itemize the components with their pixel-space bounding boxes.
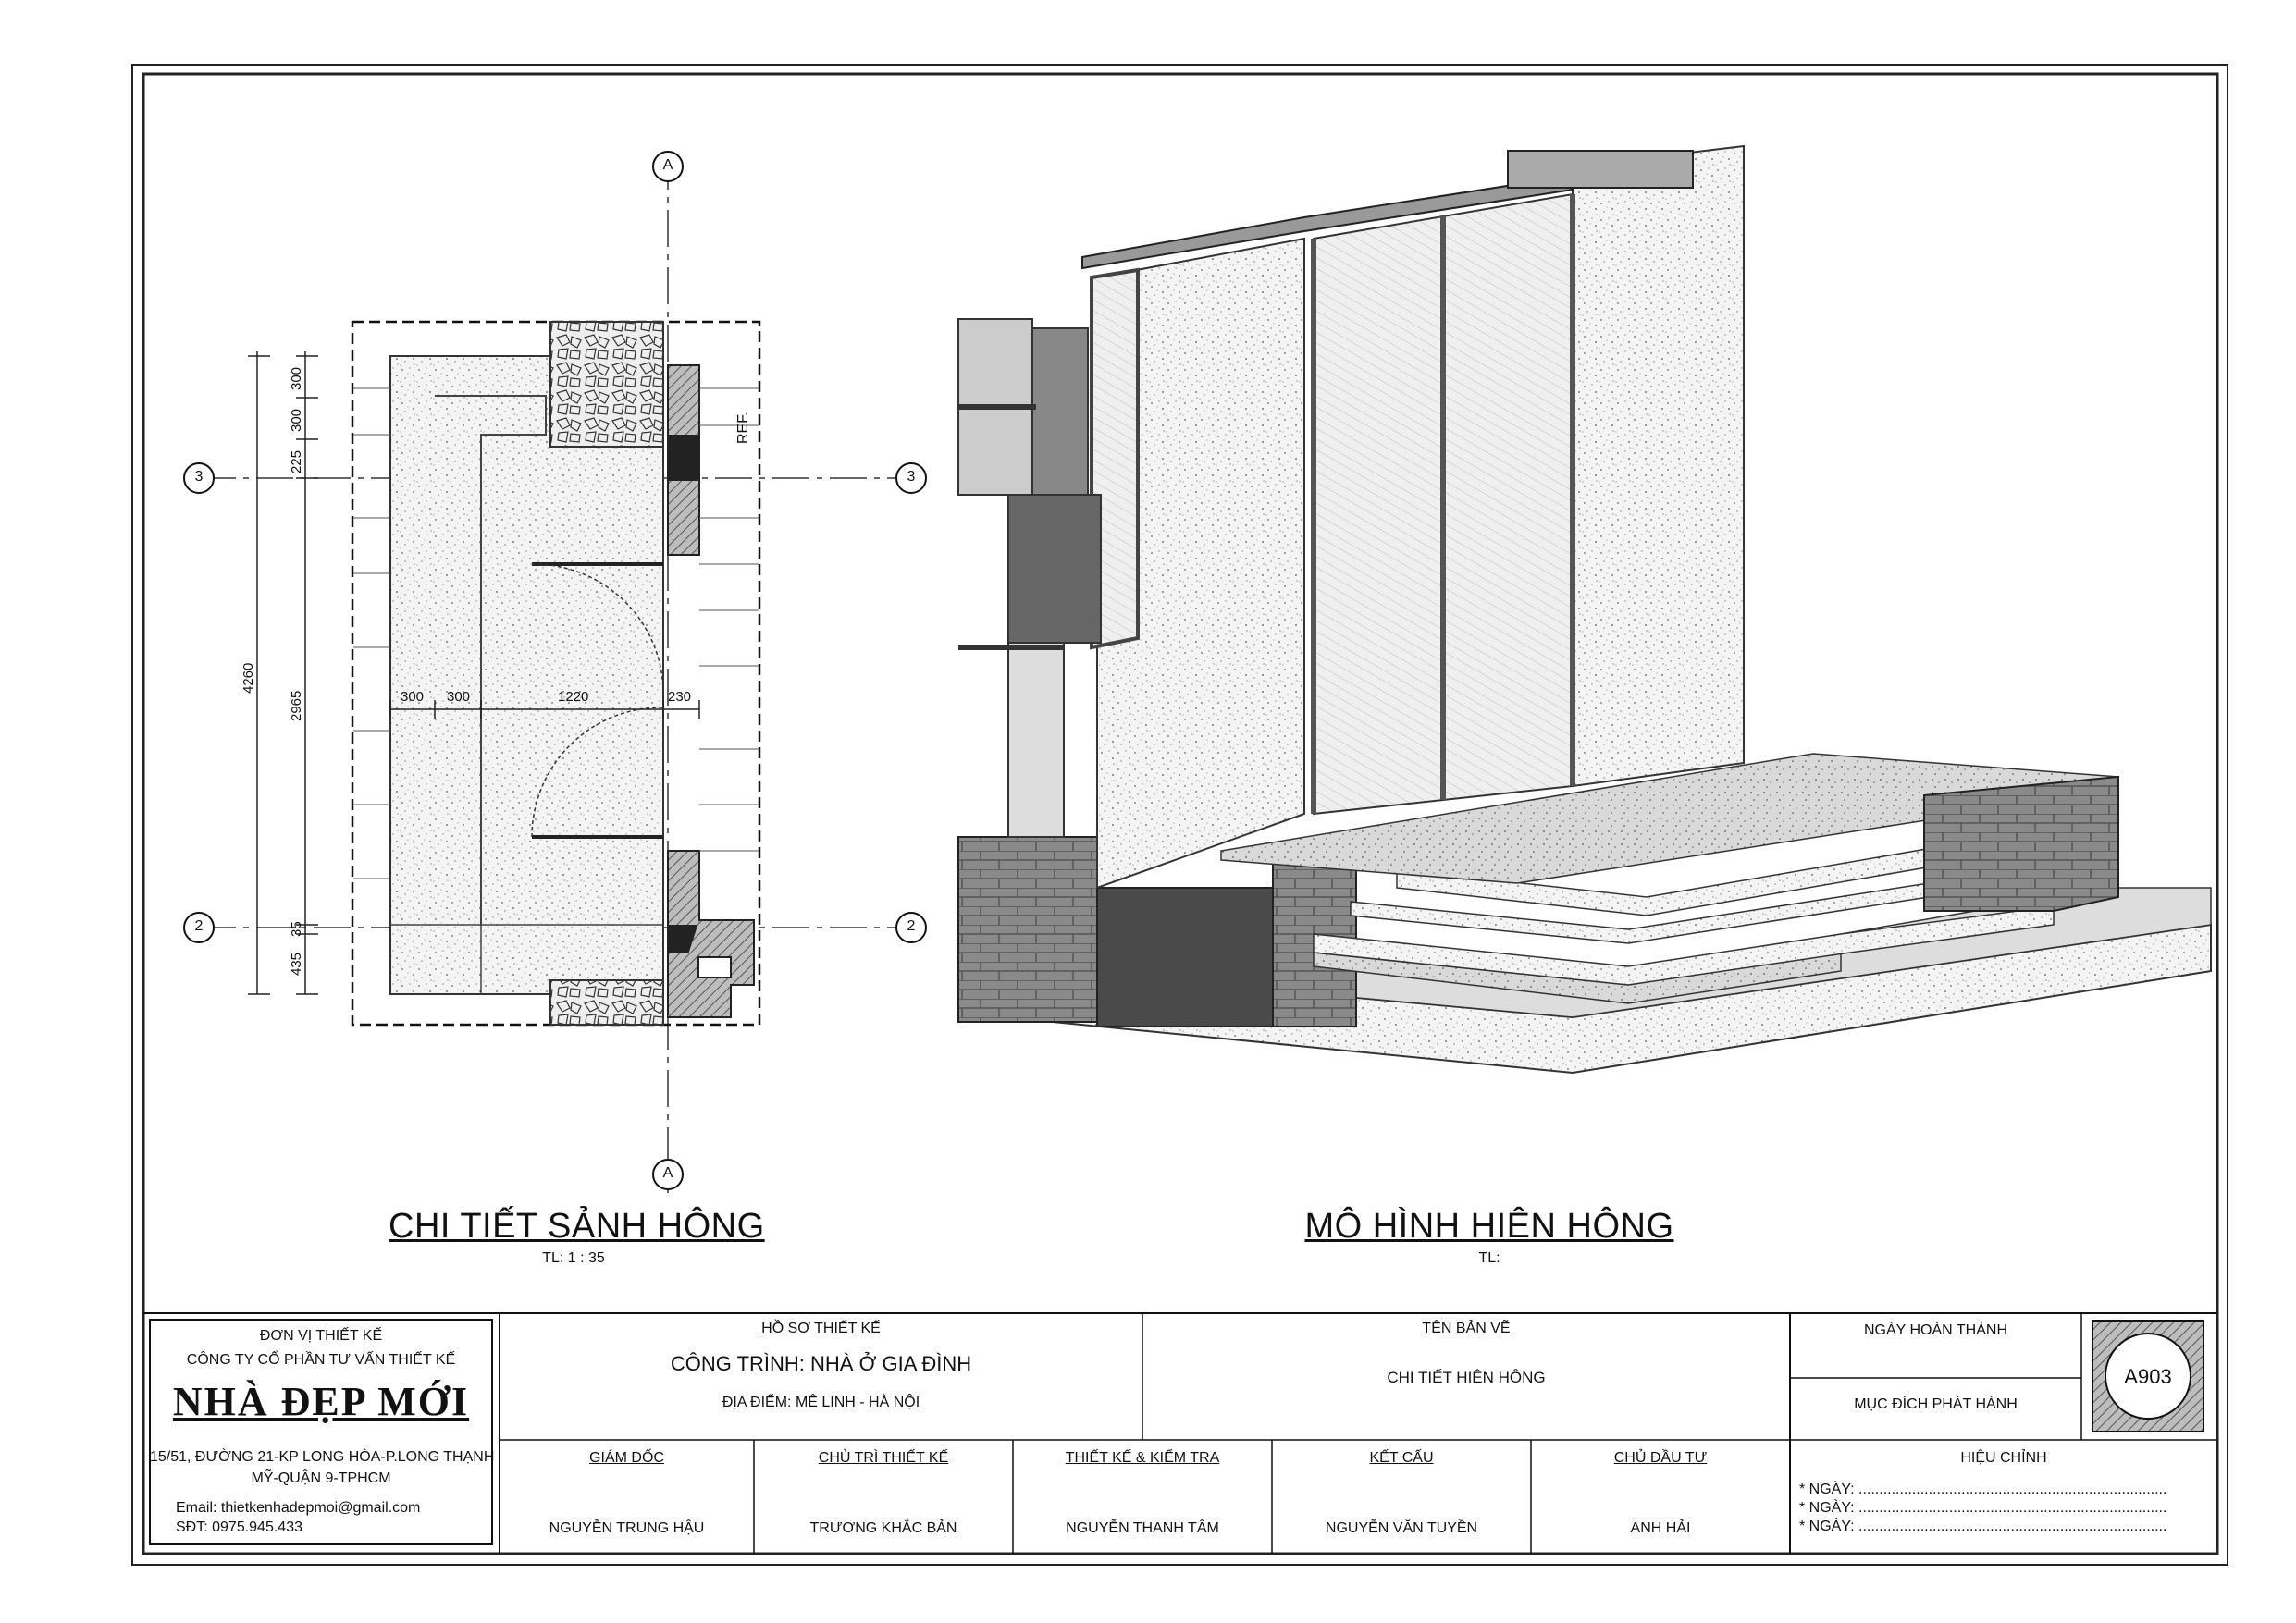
role-design-check: THIẾT KẾ & KIỂM TRA — [1065, 1450, 1220, 1466]
name-structure: NGUYỄN VĂN TUYỀN — [1325, 1520, 1478, 1536]
dim-horizontal-1220: 1220 — [558, 689, 589, 705]
name-lead-designer: TRƯƠNG KHẮC BẢN — [809, 1520, 957, 1536]
sheet-inner-border — [142, 72, 2219, 1555]
designer-email: Email: thietkenhadepmoi@gmail.com — [176, 1500, 421, 1516]
plan-scale: TL: 1 : 35 — [542, 1250, 605, 1266]
dim-vertical-300-b: 300 — [289, 408, 304, 432]
grid-label-a-bottom: A — [662, 1165, 673, 1181]
dim-horizontal-300-b: 300 — [447, 689, 471, 705]
role-lead-designer: CHỦ TRÌ THIẾT KẾ — [818, 1450, 949, 1466]
name-director: NGUYỄN TRUNG HẬU — [549, 1520, 705, 1536]
dim-vertical-35: 35 — [289, 921, 304, 937]
model-scale: TL: — [1478, 1250, 1500, 1266]
ref-label: REF. — [735, 412, 751, 444]
plan-column-upper — [668, 435, 699, 481]
revision-heading: HIỆU CHỈNH — [1960, 1450, 2047, 1466]
grid-label-2-right: 2 — [907, 918, 916, 934]
role-director: GIÁM ĐỐC — [589, 1450, 664, 1466]
designer-heading: ĐƠN VỊ THIẾT KẾ — [259, 1328, 383, 1344]
plan-floor — [389, 355, 664, 995]
revision-line-1: * NGÀY: ................................… — [1799, 1482, 2167, 1497]
dim-vertical-300-a: 300 — [289, 366, 304, 390]
grid-label-a-top: A — [662, 157, 673, 173]
role-investor: CHỦ ĐẦU TƯ — [1613, 1450, 1708, 1466]
completion-date-label: NGÀY HOÀN THÀNH — [1864, 1322, 2007, 1338]
title-block-lines — [143, 1312, 2217, 1554]
plan-title: CHI TIẾT SẢNH HÔNG — [389, 1207, 765, 1246]
role-structure: KẾT CẤU — [1369, 1450, 1434, 1466]
plan-stone-top — [549, 321, 664, 448]
release-purpose-label: MỤC ĐÍCH PHÁT HÀNH — [1854, 1396, 2018, 1412]
project-location: ĐỊA ĐIỂM: MÊ LINH - HÀ NỘI — [722, 1395, 920, 1410]
plan-drawing — [199, 153, 920, 1193]
dim-vertical-2965: 2965 — [289, 690, 304, 721]
revision-line-3: * NGÀY: ................................… — [1799, 1518, 2167, 1534]
model-drawing — [957, 144, 2212, 1075]
grid-bubbles — [183, 151, 927, 1190]
dim-horizontal-230: 230 — [668, 689, 692, 705]
dim-horizontal-300-a: 300 — [401, 689, 425, 705]
project-heading: HỒ SƠ THIẾT KẾ — [761, 1321, 881, 1336]
grid-label-2-left: 2 — [194, 918, 204, 934]
designer-brand-logo: NHÀ ĐẸP MỚI — [172, 1379, 470, 1424]
designer-phone: SĐT: 0975.945.433 — [176, 1519, 302, 1535]
sheet-outer-border — [131, 64, 2228, 1566]
model-title: MÔ HÌNH HIÊN HÔNG — [1304, 1207, 1674, 1246]
dim-vertical-225: 225 — [289, 449, 304, 473]
designer-address-1: 15/51, ĐƯỜNG 21-KP LONG HÒA-P.LONG THẠNH — [150, 1449, 495, 1465]
drawing-name-heading: TÊN BẢN VẼ — [1422, 1321, 1511, 1336]
dim-vertical-4260: 4260 — [241, 662, 256, 694]
name-design-check: NGUYỄN THANH TÂM — [1066, 1520, 1219, 1536]
plan-stone-bottom — [549, 979, 664, 1026]
revision-line-2: * NGÀY: ................................… — [1799, 1500, 2167, 1516]
dim-vertical-435: 435 — [289, 952, 304, 976]
grid-label-3-left: 3 — [194, 469, 204, 485]
name-investor: ANH HẢI — [1630, 1520, 1691, 1536]
sheet-number: A903 — [2124, 1365, 2172, 1388]
designer-address-2: MỸ-QUẬN 9-TPHCM — [251, 1470, 391, 1486]
grid-label-3-right: 3 — [907, 469, 916, 485]
designer-company: CÔNG TY CỔ PHẦN TƯ VẤN THIẾT KẾ — [186, 1352, 456, 1368]
drawing-name-value: CHI TIẾT HIÊN HÔNG — [1387, 1369, 1546, 1386]
project-name: CÔNG TRÌNH: NHÀ Ở GIA ĐÌNH — [670, 1352, 972, 1375]
